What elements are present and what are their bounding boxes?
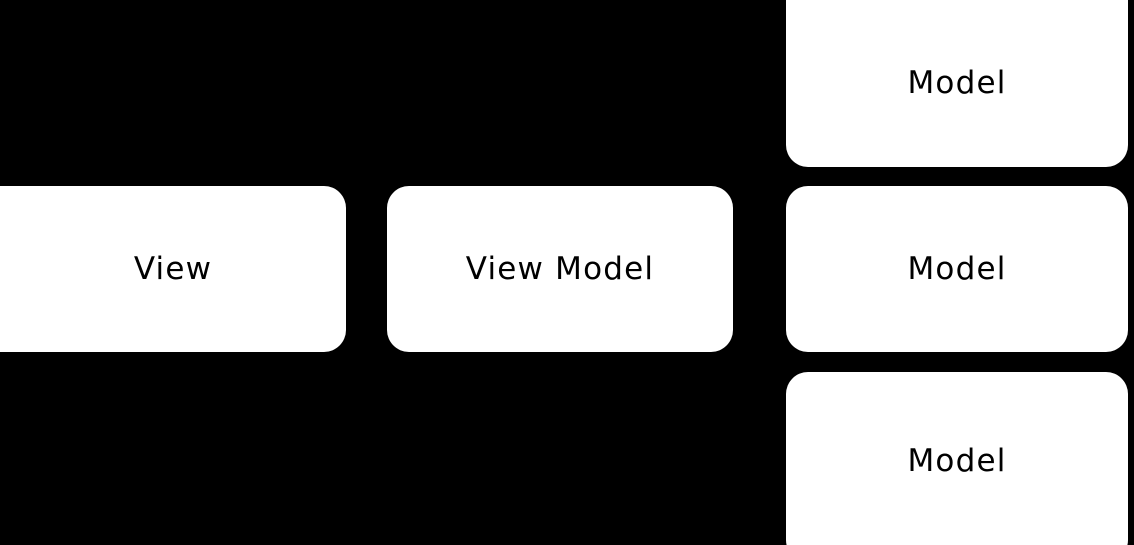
node-model-1-label: Model	[907, 65, 1007, 101]
node-model-3-label: Model	[907, 442, 1007, 479]
node-view-model-label: View Model	[465, 250, 655, 287]
node-model-2-label: Model	[907, 250, 1007, 287]
node-view-model[interactable]: View Model	[387, 186, 733, 352]
node-model-1[interactable]: Model	[786, 0, 1128, 167]
node-view[interactable]: View	[0, 186, 346, 352]
node-model-2[interactable]: Model	[786, 186, 1128, 352]
node-view-label: View	[133, 250, 213, 287]
node-model-3[interactable]: Model	[786, 372, 1128, 545]
